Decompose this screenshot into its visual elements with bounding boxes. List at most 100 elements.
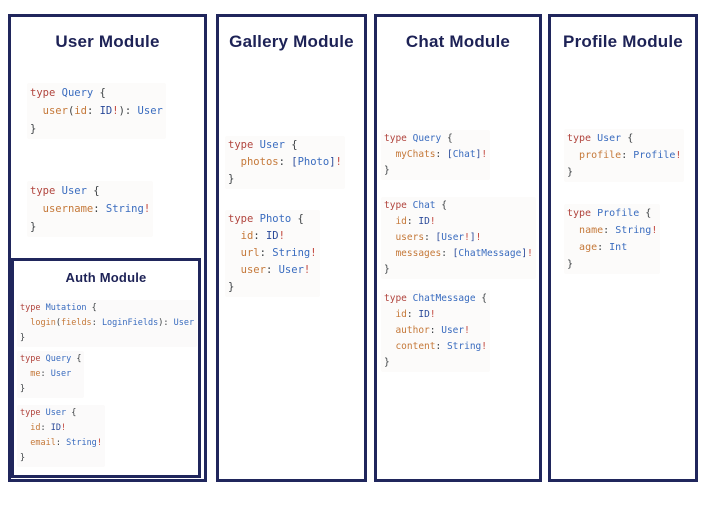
code-token: ! bbox=[278, 230, 285, 242]
code-token: : bbox=[441, 248, 453, 259]
code-token: ! bbox=[481, 149, 488, 160]
code-token: ID bbox=[265, 230, 279, 242]
code-token: ): bbox=[158, 318, 174, 328]
code-token: type bbox=[384, 200, 407, 211]
code-token: String bbox=[66, 438, 97, 448]
code-token: { bbox=[441, 133, 453, 144]
code-line: id: ID! bbox=[384, 307, 487, 323]
code-token: } bbox=[567, 167, 574, 178]
code-line: type Query { bbox=[30, 84, 163, 102]
code-block: type User { profile: Profile!} bbox=[564, 129, 685, 182]
code-token: ! bbox=[481, 341, 488, 352]
code-token: String bbox=[615, 225, 652, 236]
code-line: username: String! bbox=[30, 200, 151, 218]
code-line: } bbox=[20, 451, 102, 466]
code-token: User bbox=[441, 232, 465, 243]
code-token: photos bbox=[240, 156, 279, 168]
code-token: ! bbox=[651, 225, 658, 236]
code-token: LoginFields bbox=[101, 318, 159, 328]
code-token: { bbox=[639, 208, 652, 219]
code-line: } bbox=[20, 331, 194, 346]
code-token: ! bbox=[675, 150, 682, 161]
code-token bbox=[384, 341, 395, 352]
code-token: ] bbox=[521, 248, 528, 259]
submodule-title: Auth Module bbox=[65, 270, 147, 285]
code-line: id: ID! bbox=[228, 228, 317, 245]
code-line: type Mutation { bbox=[20, 301, 194, 316]
code-token: me bbox=[30, 369, 41, 379]
code-token: Query bbox=[61, 87, 94, 99]
code-token bbox=[20, 438, 30, 448]
code-token: ! bbox=[143, 203, 151, 215]
code-token bbox=[228, 247, 241, 259]
code-line: } bbox=[228, 171, 342, 188]
code-token: : bbox=[40, 423, 51, 433]
code-token: : bbox=[265, 264, 279, 276]
code-token: { bbox=[93, 87, 106, 99]
code-token: Profile bbox=[597, 208, 640, 219]
code-token: fields bbox=[60, 318, 92, 328]
code-token: : bbox=[424, 232, 436, 243]
code-token: : bbox=[406, 309, 419, 320]
code-token: : bbox=[406, 216, 419, 227]
panel-title: Gallery Module bbox=[229, 32, 354, 51]
code-token: users bbox=[395, 232, 425, 243]
code-token: : bbox=[429, 325, 442, 336]
code-token: ( bbox=[67, 105, 75, 117]
code-token bbox=[384, 248, 395, 259]
code-token bbox=[20, 423, 30, 433]
code-token: email bbox=[30, 438, 56, 448]
code-line: login(fields: LoginFields): User bbox=[20, 316, 194, 331]
module-panel-gallery-module: Gallery Module type User { photos: [Phot… bbox=[216, 14, 367, 482]
code-block: type Mutation { login(fields: LoginField… bbox=[17, 300, 198, 347]
code-token: id bbox=[74, 105, 87, 117]
code-token: ! bbox=[61, 423, 67, 433]
code-line: type Chat { bbox=[384, 198, 533, 214]
code-token: Mutation bbox=[45, 303, 87, 313]
code-token: ! bbox=[96, 438, 102, 448]
code-token bbox=[20, 369, 30, 379]
code-block: type User { id: ID! email: String!} bbox=[17, 405, 105, 467]
code-line: profile: Profile! bbox=[567, 147, 681, 164]
code-token: User bbox=[278, 264, 304, 276]
code-token: User bbox=[597, 133, 622, 144]
code-line: url: String! bbox=[228, 245, 317, 262]
code-token: ID bbox=[50, 423, 61, 433]
module-panel-profile-module: Profile Module type User { profile: Prof… bbox=[548, 14, 698, 482]
code-line: } bbox=[228, 279, 317, 296]
code-token: User bbox=[45, 408, 67, 418]
code-line: } bbox=[567, 256, 657, 273]
code-line: } bbox=[30, 120, 163, 138]
code-token: type bbox=[20, 354, 41, 364]
code-token: ! bbox=[464, 325, 470, 336]
code-token: ! bbox=[464, 232, 470, 243]
code-token: { bbox=[475, 293, 487, 304]
code-token bbox=[567, 242, 579, 253]
code-token: content bbox=[395, 341, 436, 352]
auth-submodule-box: Auth Module type Mutation { login(fields… bbox=[11, 258, 201, 478]
panel-title: Chat Module bbox=[405, 32, 511, 51]
code-line: users: [User!]! bbox=[384, 230, 533, 246]
code-token: : bbox=[597, 242, 610, 253]
code-token: : bbox=[93, 203, 106, 215]
code-block: type Profile { name: String! age: Int} bbox=[564, 204, 661, 274]
code-token: type bbox=[20, 408, 41, 418]
code-token: type bbox=[384, 133, 407, 144]
code-token: user bbox=[42, 105, 68, 117]
module-panel-chat-module: Chat Module type Query { myChats: [Chat]… bbox=[374, 14, 542, 482]
code-token: ID bbox=[99, 105, 113, 117]
code-token: Photo bbox=[297, 156, 330, 168]
code-token: : bbox=[86, 105, 100, 117]
code-line: photos: [Photo]! bbox=[228, 154, 342, 171]
code-token: [ bbox=[446, 149, 453, 160]
code-token: : bbox=[603, 225, 616, 236]
code-line: email: String! bbox=[20, 436, 102, 451]
code-token: ( bbox=[55, 318, 61, 328]
code-token: User bbox=[50, 369, 72, 379]
code-line: age: Int bbox=[567, 239, 657, 256]
code-token: { bbox=[291, 213, 304, 225]
code-token: } bbox=[20, 453, 26, 463]
code-token: } bbox=[384, 264, 390, 275]
code-line: type ChatMessage { bbox=[384, 291, 487, 307]
code-token: } bbox=[20, 333, 26, 343]
